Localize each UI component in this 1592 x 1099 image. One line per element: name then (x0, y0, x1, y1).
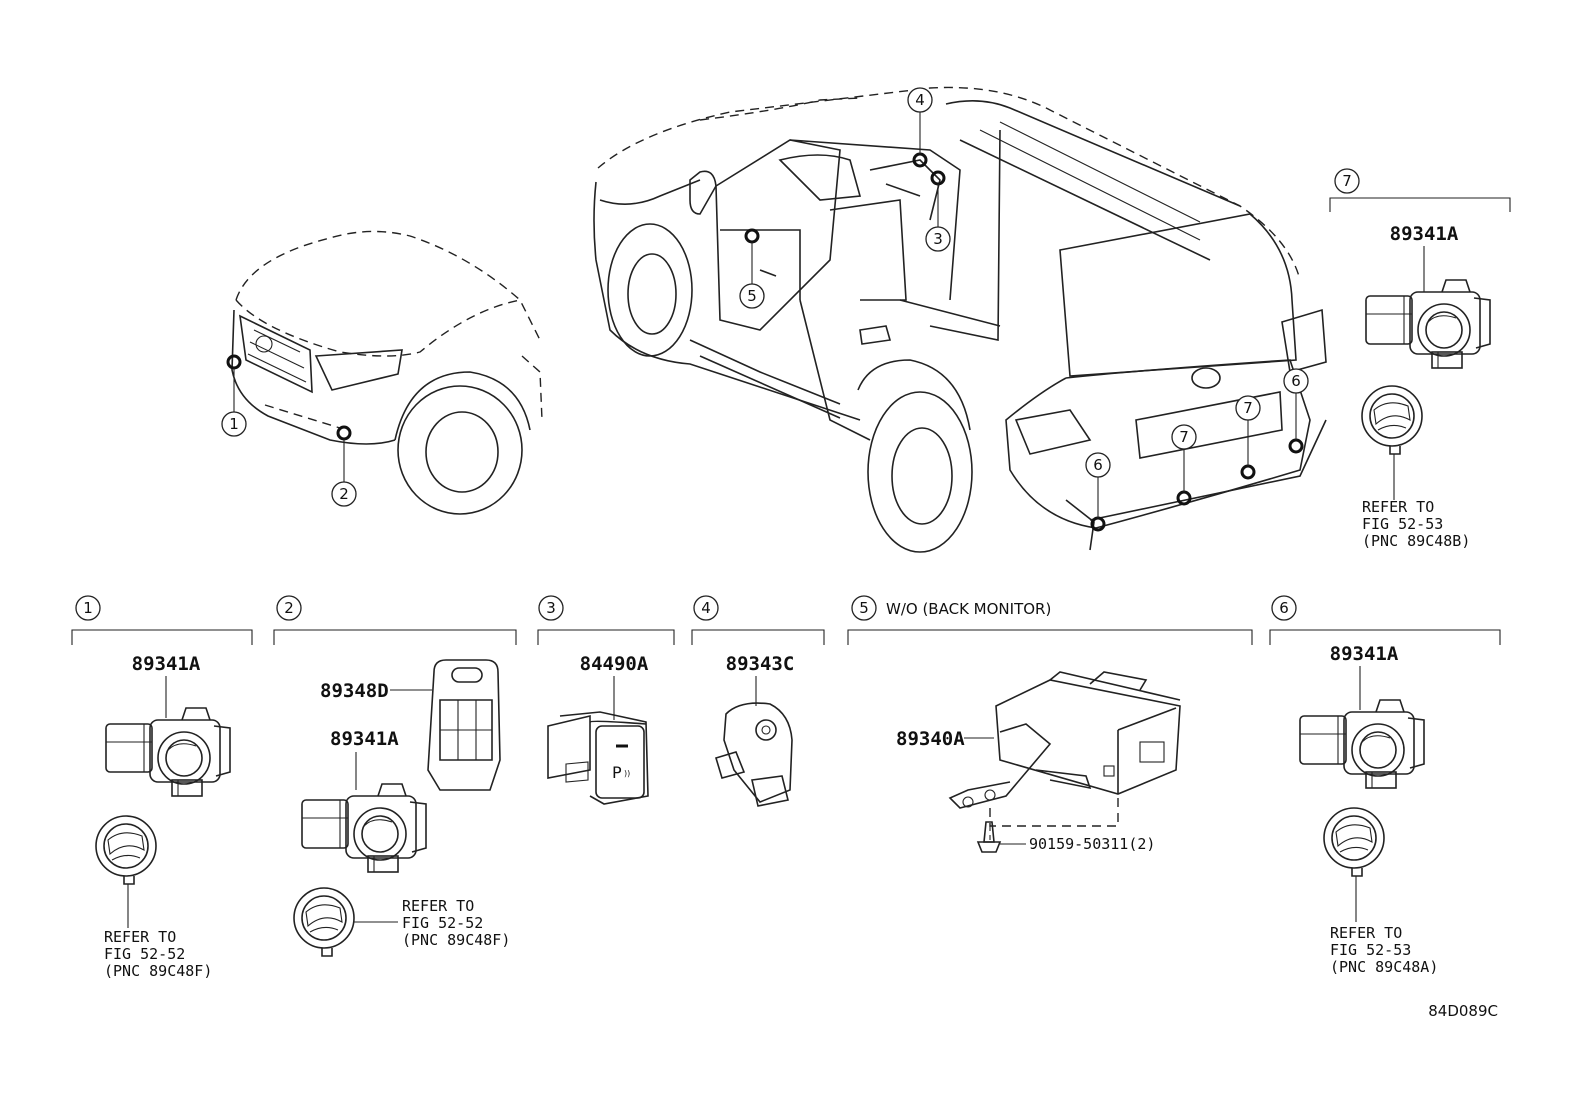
car-callout-4-label: 4 (915, 91, 925, 109)
car-callout-6b: 6 (1283, 368, 1309, 394)
vehicle-leader-lines (233, 112, 1297, 518)
section-7-refer-line-2: FIG 52-53 (1362, 515, 1443, 533)
section-5-bolt-part-number: 90159-50311(2) (1029, 835, 1155, 853)
sensor-bracket-drawing (427, 659, 501, 791)
section-5-condition-header: W/O (BACK MONITOR) (886, 600, 1051, 618)
car-callout-2: 2 (331, 481, 357, 507)
section-3-number: 3 (546, 599, 556, 617)
car-callout-5-label: 5 (747, 287, 757, 305)
svg-text:P: P (612, 763, 622, 782)
control-module-drawing (948, 671, 1181, 809)
section-7: 7 89341A REFER TO FIG 52-53 (PNC 89C48B) (1329, 168, 1511, 550)
car-callout-7b: 7 (1235, 395, 1261, 421)
car-callout-3-label: 3 (933, 230, 943, 248)
car-callout-3: 3 (925, 226, 951, 252)
section-2-refer-line-1: REFER TO (402, 897, 474, 915)
section-6-refer-line-2: FIG 52-53 (1330, 941, 1411, 959)
section-6-refer-line-1: REFER TO (1330, 924, 1402, 942)
car-callout-7a-label: 7 (1179, 428, 1189, 446)
section-1-refer-line-1: REFER TO (104, 928, 176, 946)
section-6: 6 89341A REFER TO FIG 52-53 (PNC 89C48A) (1269, 595, 1501, 976)
switch-drawing: P )) (547, 711, 649, 805)
section-5: 5 W/O (BACK MONITOR) 89340A 90159-50311(… (847, 595, 1253, 853)
section-4-number: 4 (701, 599, 711, 617)
car-callout-6b-label: 6 (1291, 372, 1301, 390)
car-callout-2-label: 2 (339, 485, 349, 503)
car-callout-7a: 7 (1171, 424, 1197, 450)
car-callout-1-label: 1 (229, 415, 239, 433)
section-4-part-number: 89343C (726, 653, 795, 675)
section-2-refer-line-3: (PNC 89C48F) (402, 931, 510, 949)
bolt-drawing (976, 821, 1002, 853)
section-6-refer-line-3: (PNC 89C48A) (1330, 958, 1438, 976)
section-2-bracket-part-number: 89348D (320, 680, 389, 702)
section-1: 1 89341A REFER TO FIG 52-52 (PNC 89C48F) (71, 595, 253, 980)
section-3: 3 84490A P )) (537, 595, 675, 805)
sensor-switch-drawing (715, 702, 793, 807)
section-2-refer-line-2: FIG 52-52 (402, 914, 483, 932)
section-6-number: 6 (1279, 599, 1289, 617)
section-7-number: 7 (1342, 172, 1352, 190)
section-2-number: 2 (284, 599, 294, 617)
section-4: 4 89343C (691, 595, 825, 807)
car-callout-6a-label: 6 (1093, 456, 1103, 474)
section-1-refer-line-2: FIG 52-52 (104, 945, 185, 963)
section-5-number: 5 (859, 599, 869, 617)
section-2: 2 89348D 89341A REFER TO FIG 52-52 (PNC … (273, 595, 517, 957)
section-2-part-number: 89341A (330, 728, 399, 750)
vehicle-illustration (593, 86, 1327, 553)
car-callout-7b-label: 7 (1243, 399, 1253, 417)
svg-text:)): )) (624, 769, 630, 778)
car-callout-1: 1 (221, 411, 247, 437)
car-callout-5: 5 (739, 283, 765, 309)
car-callout-6a: 6 (1085, 452, 1111, 478)
section-7-refer-line-1: REFER TO (1362, 498, 1434, 516)
section-1-number: 1 (83, 599, 93, 617)
section-7-refer-line-3: (PNC 89C48B) (1362, 532, 1470, 550)
front-vehicle-illustration (231, 230, 543, 515)
section-5-part-number: 89340A (896, 728, 965, 750)
section-7-part-number: 89341A (1390, 223, 1459, 245)
diagram-id: 84D089C (1428, 1002, 1498, 1020)
section-3-part-number: 84490A (580, 653, 649, 675)
section-1-refer-line-3: (PNC 89C48F) (104, 962, 212, 980)
vehicle-callouts: 1 2 3 4 5 6 6 7 7 (221, 87, 1309, 507)
car-callout-4: 4 (907, 87, 933, 113)
section-1-part-number: 89341A (132, 653, 201, 675)
section-6-part-number: 89341A (1330, 643, 1399, 665)
